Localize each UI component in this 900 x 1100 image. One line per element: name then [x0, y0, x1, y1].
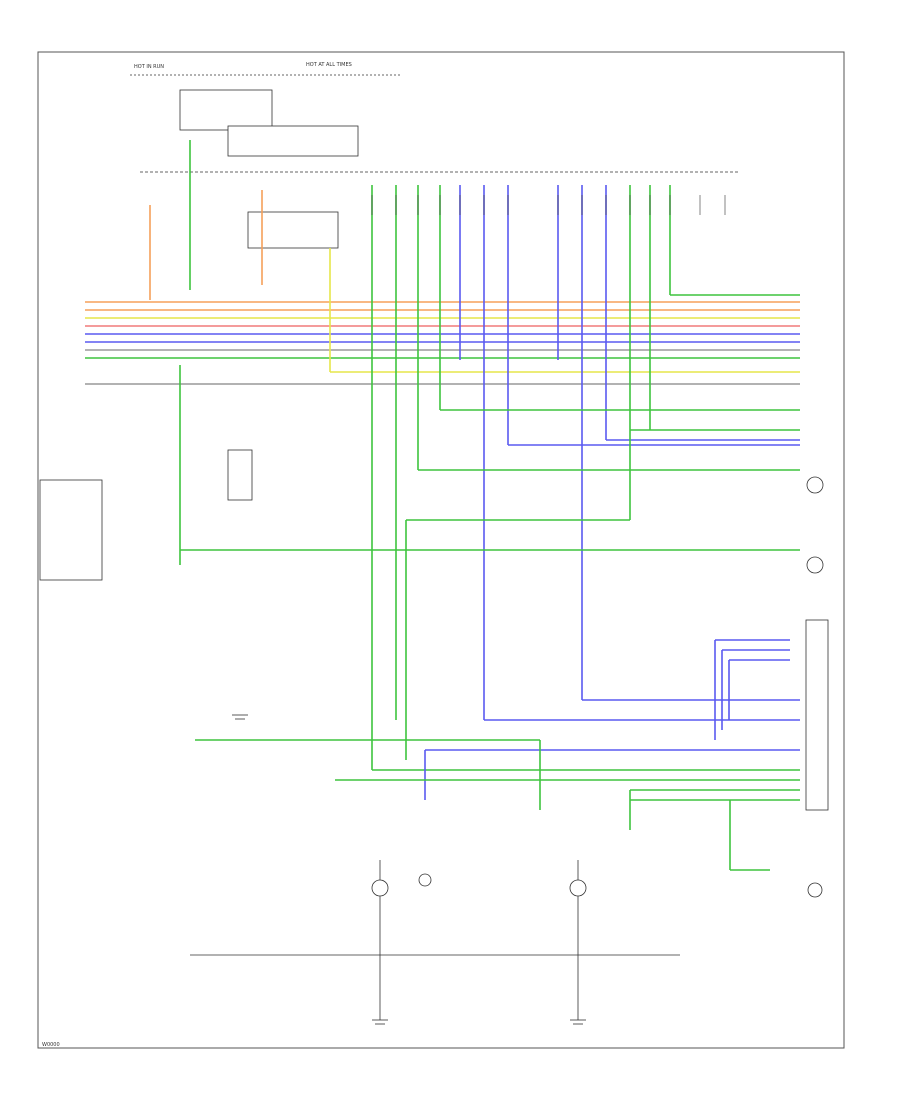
page-code-label: W0000	[42, 1042, 60, 1048]
terminal-ticks	[371, 195, 726, 215]
diagram-frame	[37, 51, 845, 1049]
indicator-lamp-icon	[418, 873, 432, 887]
right-front-lamp-icon	[806, 556, 824, 574]
hot-run-label: HOT IN RUN	[134, 64, 164, 70]
center-lamp-icon	[807, 882, 823, 898]
hot-at-all-times-label: HOT AT ALL TIMES	[306, 62, 352, 68]
right-rear-lamp-icon	[569, 879, 587, 897]
relay-block	[227, 125, 359, 157]
ground-symbols	[232, 714, 586, 1025]
flasher-relay	[247, 211, 339, 249]
left-rear-lamp-icon	[371, 879, 389, 897]
right-connector	[805, 619, 829, 811]
hazard-switch	[39, 479, 103, 581]
left-front-lamp-icon	[806, 476, 824, 494]
junction-connector	[227, 449, 253, 501]
fuse-block	[179, 89, 273, 131]
